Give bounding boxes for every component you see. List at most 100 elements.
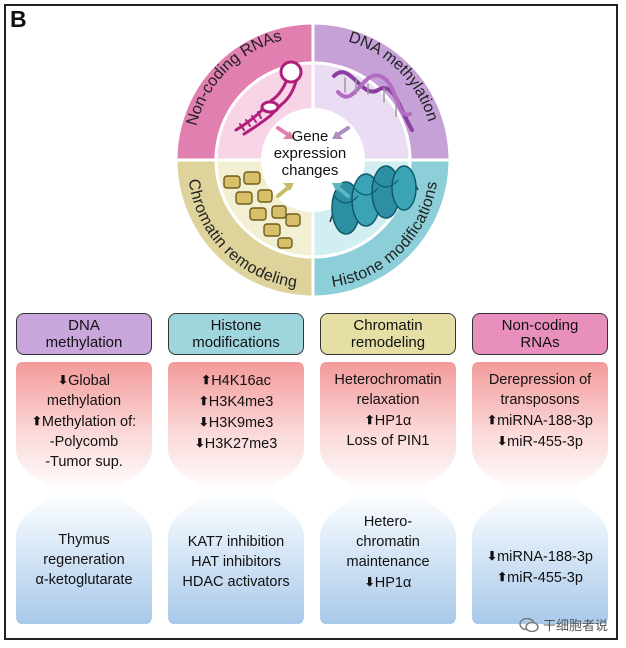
text-line: relaxation	[320, 390, 456, 410]
column-bottom-text: ⬇miRNA-188-3p⬆miR-455-3p	[472, 546, 608, 588]
text-line: ⬇H3K9me3	[168, 412, 304, 433]
header-line: Non-coding	[501, 317, 579, 334]
text-line-label: maintenance	[346, 554, 430, 570]
arrow-down-icon: ⬇	[497, 434, 508, 448]
text-line-label: H4K16ac	[211, 373, 271, 389]
center-arrowheads	[283, 131, 343, 191]
text-line-label: HAT inhibitors	[191, 554, 281, 570]
text-line-label: Derepression of	[488, 372, 592, 388]
center-text: Gene expression changes	[255, 128, 365, 179]
arrow-down-icon: ⬇	[58, 373, 69, 387]
arrow-up-icon: ⬆	[31, 414, 42, 428]
arrow-up-icon: ⬆	[487, 413, 498, 427]
hourglass-top	[472, 362, 608, 492]
text-line-label: HP1α	[374, 413, 412, 429]
text-line-label: Thymus	[58, 532, 110, 548]
text-line: Hetero-	[320, 512, 456, 532]
center-line: changes	[281, 162, 339, 179]
arrow-up-icon: ⬆	[198, 394, 209, 408]
text-line: chromatin	[320, 532, 456, 552]
text-line: ⬆miRNA-188-3p	[472, 410, 608, 431]
remodeling-complex-icon	[223, 171, 301, 249]
watermark: 干细胞者说	[519, 615, 608, 634]
text-line-label: HDAC activators	[182, 574, 290, 590]
header-line: modifications	[192, 334, 280, 351]
header-line: Chromatin	[353, 317, 423, 334]
text-line: HDAC activators	[168, 572, 304, 592]
text-line: Derepression of	[472, 370, 608, 390]
column-top-text: ⬆H4K16ac⬆H3K4me3⬇H3K9me3⬇H3K27me3	[168, 370, 304, 454]
text-line-label: -Tumor sup.	[45, 454, 123, 470]
text-line-label: H3K4me3	[208, 394, 274, 410]
text-line-label: miRNA-188-3p	[497, 549, 593, 565]
hourglass-top	[320, 362, 456, 492]
text-line: -Tumor sup.	[16, 452, 152, 472]
column-bottom-text: Thymus regeneration α-ketoglutarate	[16, 530, 152, 590]
hourglass-bottom	[168, 492, 304, 624]
text-line: maintenance	[320, 552, 456, 572]
text-line: transposons	[472, 390, 608, 410]
header-line: DNA	[68, 317, 100, 334]
text-line: regeneration	[16, 550, 152, 570]
text-line-label: Hetero-	[363, 514, 413, 530]
text-line: ⬇H3K27me3	[168, 433, 304, 454]
text-line-label: regeneration	[43, 552, 125, 568]
wechat-icon	[519, 617, 539, 632]
epigenetic-wheel: Non-coding RNAs DNA methylation Histone …	[174, 21, 452, 299]
center-line: Gene	[291, 128, 329, 145]
text-line: methylation	[16, 391, 152, 411]
rna-hairpin-icon	[234, 60, 303, 136]
text-line-label: chromatin	[356, 534, 420, 550]
text-line-label: methylation	[46, 393, 122, 409]
text-line-label: miR-455-3p	[507, 434, 583, 450]
nucleosome-icon	[329, 165, 419, 235]
text-line-label: H3K9me3	[208, 415, 274, 431]
text-line: ⬇HP1α	[320, 572, 456, 593]
text-line: ⬇miRNA-188-3p	[472, 546, 608, 567]
text-line: ⬆miR-455-3p	[472, 567, 608, 588]
header-line: Histone	[210, 317, 262, 334]
text-line-label: -Polycomb	[49, 434, 119, 450]
text-line: α-ketoglutarate	[16, 570, 152, 590]
hourglass-bottom	[472, 492, 608, 624]
hourglass-top	[168, 362, 304, 492]
text-line-label: transposons	[500, 392, 580, 408]
text-line-label: miRNA-188-3p	[497, 413, 593, 429]
header-line: remodeling	[350, 334, 426, 351]
text-line: ⬆H3K4me3	[168, 391, 304, 412]
arrow-down-icon: ⬇	[487, 549, 498, 563]
text-line: Loss of PIN1	[320, 431, 456, 451]
header-line: methylation	[45, 334, 123, 351]
text-line: Thymus	[16, 530, 152, 550]
panel-label: B	[10, 6, 27, 32]
arrow-down-icon: ⬇	[194, 436, 205, 450]
arrow-down-icon: ⬇	[364, 575, 375, 589]
text-line: KAT7 inhibition	[168, 532, 304, 552]
text-line-label: H3K27me3	[204, 436, 278, 452]
hourglass-shape	[168, 362, 304, 624]
text-line-label: miR-455-3p	[507, 570, 583, 586]
column-dna-methylation: ⬇Global methylation ⬆Methylation of: -Polyc…	[16, 362, 152, 624]
text-line: Heterochromatin	[320, 370, 456, 390]
arrow-down-icon: ⬇	[198, 415, 209, 429]
arrow-up-icon: ⬆	[201, 373, 212, 387]
text-line-label: Heterochromatin	[334, 372, 442, 388]
text-line: ⬆HP1α	[320, 410, 456, 431]
text-line: ⬇Global	[16, 370, 152, 391]
watermark-text: 干细胞者说	[542, 618, 608, 633]
text-line-label: Methylation of:	[41, 414, 137, 430]
hourglass-shape	[16, 362, 152, 624]
column-bottom-text: Hetero-chromatin maintenance ⬇HP1α	[320, 512, 456, 593]
column-top-text: ⬇Global methylation ⬆Methylation of: -Polyc…	[16, 370, 152, 472]
hourglass-bottom	[16, 492, 152, 624]
text-line-label: Loss of PIN1	[346, 433, 430, 449]
